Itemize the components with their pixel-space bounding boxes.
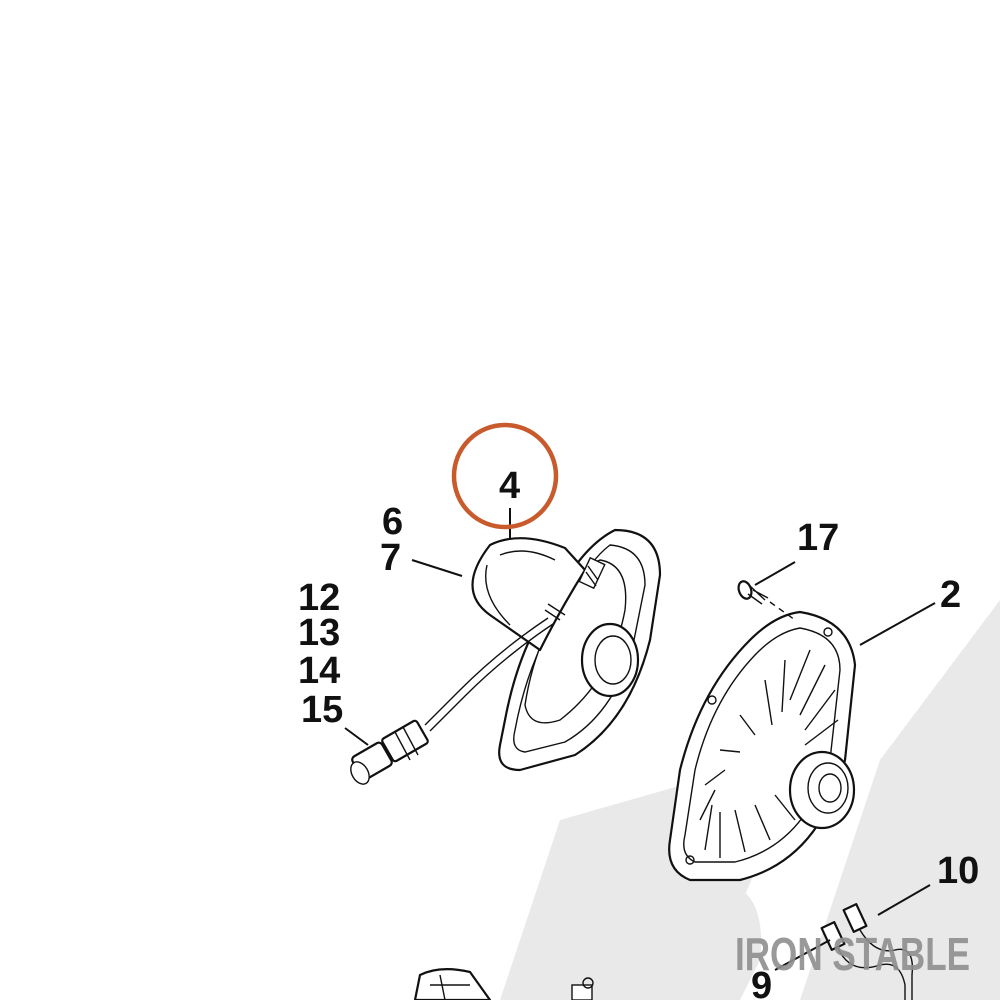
callout-12: 12	[298, 577, 340, 619]
callout-13: 13	[298, 612, 340, 654]
callout-7: 7	[380, 537, 401, 579]
connector-parts-9-10	[820, 903, 914, 1000]
callout-6: 6	[382, 501, 403, 543]
leader-lines	[344, 508, 936, 971]
callout-9: 9	[751, 965, 772, 1000]
screw-part-17	[737, 580, 796, 621]
callout-4: 4	[499, 465, 520, 507]
speaker-assembly-part-4	[350, 528, 662, 785]
callout-10: 10	[937, 850, 979, 892]
highlight-circle	[451, 422, 559, 530]
partial-part-bottom-left	[413, 968, 594, 1000]
speaker-grille-part-2	[668, 610, 857, 882]
watermark-text: IRON STABLE	[735, 928, 970, 980]
callout-14: 14	[298, 650, 340, 692]
callout-15: 15	[301, 689, 343, 731]
wire-harness-connector	[350, 719, 429, 785]
callout-2: 2	[940, 574, 961, 616]
callout-17: 17	[797, 517, 839, 559]
callout-labels: 4 6 7 12 13 14 15 17 2 10 9	[298, 465, 979, 1000]
